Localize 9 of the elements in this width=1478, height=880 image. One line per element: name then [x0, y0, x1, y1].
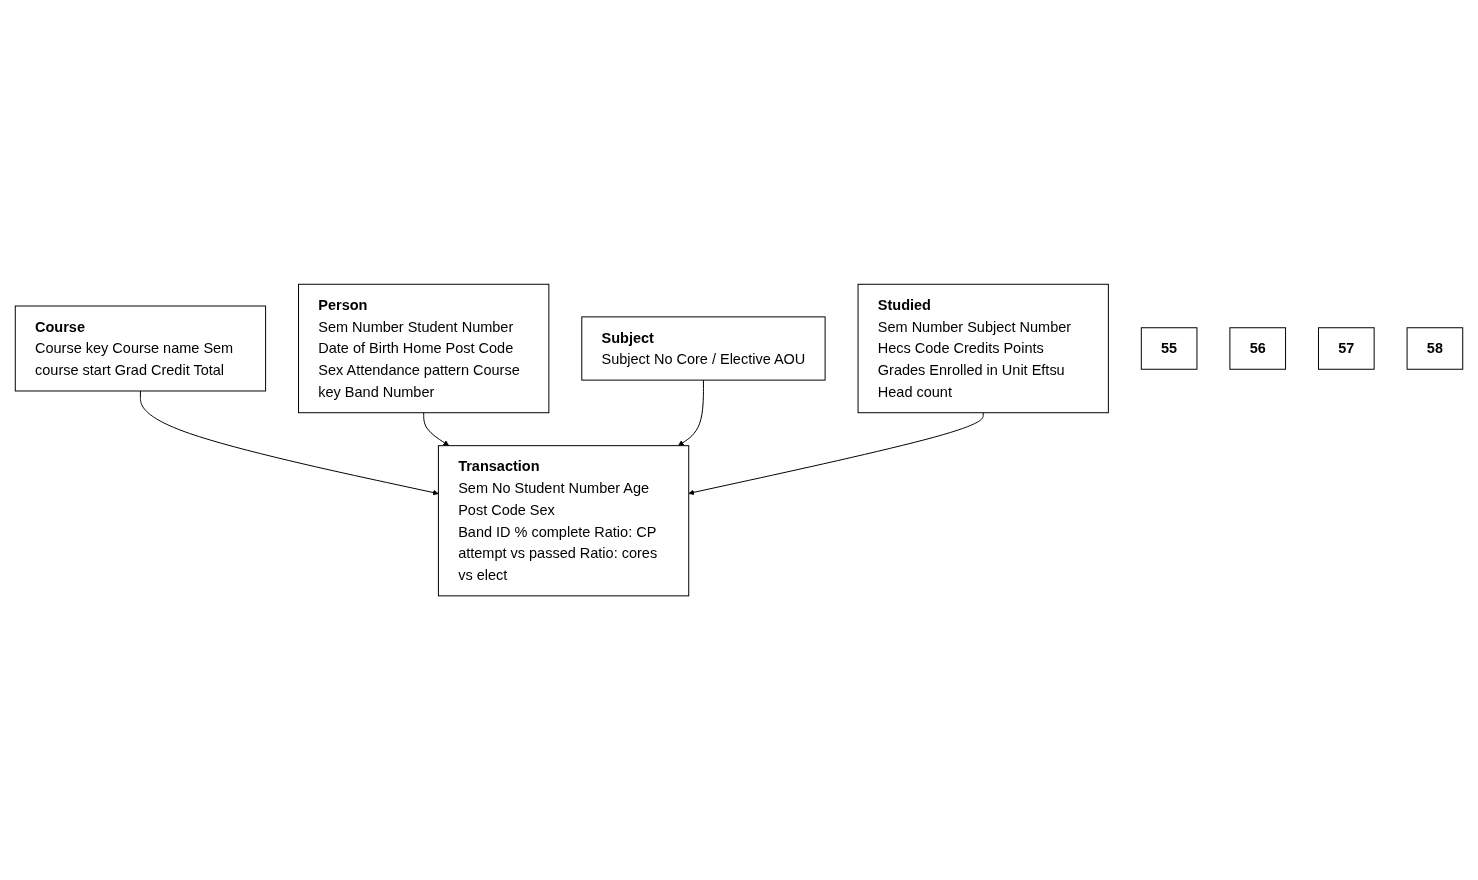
node-box: 55 — [1140, 327, 1198, 370]
node-box: Subject Subject No Core / Elective AOU — [581, 316, 826, 381]
node-box: 58 — [1406, 327, 1464, 370]
node-box: Course Course key Course name Sem course start Grad Credit Total — [14, 305, 267, 392]
node-box: 57 — [1318, 327, 1375, 370]
node-box: 56 — [1229, 327, 1287, 370]
node-box: Transaction Sem No Student Number Age Post Code Sex Band ID % complete Ratio: CP attempt vs passed Ratio: cores vs elect — [437, 445, 690, 597]
node-box: Studied Sem Number Subject Number Hecs Code Credits Points Grades Enrolled in Unit Eftsu Head count — [857, 283, 1109, 414]
node-box: Person Sem Number Student Number Date of Birth Home Post Code Sex Attendance pattern Course key Band Number — [298, 283, 550, 414]
